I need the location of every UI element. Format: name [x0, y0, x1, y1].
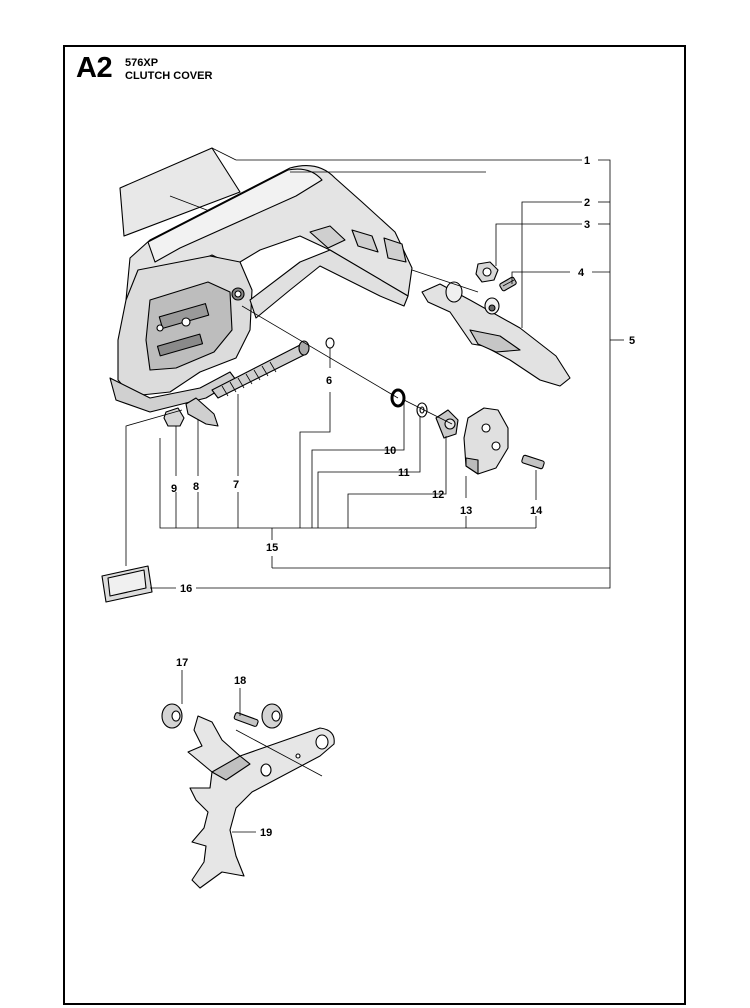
part-nut-17 [161, 703, 183, 729]
part-chain-guide [421, 281, 571, 387]
part-screw-14 [521, 454, 545, 470]
part-washer-6 [325, 337, 335, 349]
page-frame [63, 45, 686, 1005]
callout-14: 14 [530, 505, 543, 517]
part-nut-3 [475, 261, 499, 283]
model-number: 576XP [125, 57, 159, 69]
part-clutch-cover [109, 165, 413, 413]
section-code: A2 [76, 52, 113, 84]
callout-8: 8 [193, 481, 199, 493]
callout-10: 10 [384, 445, 396, 457]
callout-11: 11 [398, 467, 410, 479]
part-plate-13 [463, 407, 509, 475]
part-decal [119, 147, 241, 237]
part-tensioner-nut-8 [185, 397, 219, 427]
callout-18: 18 [234, 675, 246, 687]
leader-lines [125, 147, 624, 833]
callout-6: 6 [326, 375, 332, 387]
callout-2: 2 [584, 197, 590, 209]
callout-4: 4 [578, 267, 585, 279]
part-screw-4 [499, 276, 517, 292]
callout-13: 13 [460, 505, 472, 517]
part-nut-17b [261, 703, 283, 729]
part-oring-10 [390, 388, 406, 408]
part-tensioner-bolt-7 [211, 340, 310, 399]
callout-16: 16 [180, 583, 192, 595]
callout-19: 19 [260, 827, 272, 839]
part-washer-11 [416, 402, 428, 418]
callout-5: 5 [629, 335, 635, 347]
callout-9: 9 [171, 483, 177, 495]
part-bolt-18 [233, 712, 259, 727]
part-pad-16 [101, 565, 153, 603]
callout-1: 1 [584, 155, 590, 167]
section-title: CLUTCH COVER [125, 70, 213, 82]
callout-17: 17 [176, 657, 188, 669]
part-nut-9 [163, 407, 185, 427]
callout-7: 7 [233, 479, 239, 491]
part-bumper-spike-19 [187, 715, 335, 889]
callout-15: 15 [266, 542, 278, 554]
part-adjuster-12 [435, 409, 459, 439]
callout-labels: 1 2 3 4 5 6 7 8 9 10 11 12 13 14 15 16 1… [171, 155, 635, 839]
callout-12: 12 [432, 489, 444, 501]
callout-3: 3 [584, 219, 590, 231]
